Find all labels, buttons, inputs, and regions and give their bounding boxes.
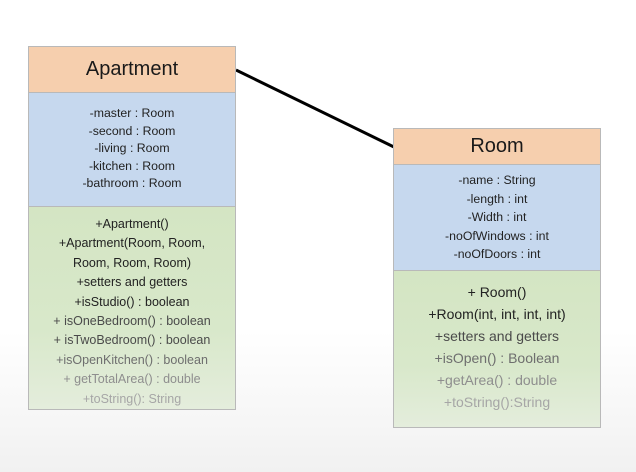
attribute-line: -living : Room xyxy=(94,141,170,156)
operation-line: +Room(int, int, int, int) xyxy=(428,306,566,322)
attribute-line: -second : Room xyxy=(88,123,176,138)
room-class-name: Room xyxy=(394,129,600,165)
attribute-line: -bathroom : Room xyxy=(82,176,182,191)
operation-line: +setters and getters xyxy=(434,328,560,344)
attribute-line: -noOfDoors : int xyxy=(453,247,541,262)
operation-line: +Apartment() xyxy=(95,217,169,231)
operation-line: +toString(): String xyxy=(82,391,182,406)
apartment-class-name: Apartment xyxy=(29,47,235,93)
operation-line: + isOneBedroom() : boolean xyxy=(53,314,211,329)
operation-line: + Room() xyxy=(467,284,527,300)
apartment-attributes: -master : Room -second : Room -living : … xyxy=(29,93,235,207)
operation-line: +setters and getters xyxy=(76,275,188,290)
room-attributes: -name : String -length : int -Width : in… xyxy=(394,165,600,271)
apartment-class-box: Apartment -master : Room -second : Room … xyxy=(28,46,236,410)
attribute-line: -Width : int xyxy=(467,210,527,225)
apartment-operations: +Apartment() +Apartment(Room, Room, Room… xyxy=(29,207,235,409)
association-line-segment xyxy=(235,68,397,150)
room-operations: + Room() +Room(int, int, int, int) +sett… xyxy=(394,271,600,427)
attribute-line: -name : String xyxy=(458,173,536,187)
operation-line: + getTotalArea() : double xyxy=(63,372,201,387)
attribute-line: -kitchen : Room xyxy=(88,158,176,173)
room-class-box: Room -name : String -length : int -Width… xyxy=(393,128,601,428)
operation-line: +toString():String xyxy=(443,394,551,410)
operation-line: +Apartment(Room, Room, xyxy=(58,236,206,251)
operation-line: +getArea() : double xyxy=(436,372,558,388)
attribute-line: -master : Room xyxy=(89,106,175,120)
attribute-line: -noOfWindows : int xyxy=(445,228,549,243)
operation-line: +isOpen() : Boolean xyxy=(434,350,560,366)
operation-line: + isTwoBedroom() : boolean xyxy=(53,333,211,348)
operation-line: Room, Room, Room) xyxy=(72,255,192,270)
operation-line: +isStudio() : boolean xyxy=(74,294,190,309)
attribute-line: -length : int xyxy=(466,191,528,206)
operation-line: +isOpenKitchen() : boolean xyxy=(56,352,208,367)
